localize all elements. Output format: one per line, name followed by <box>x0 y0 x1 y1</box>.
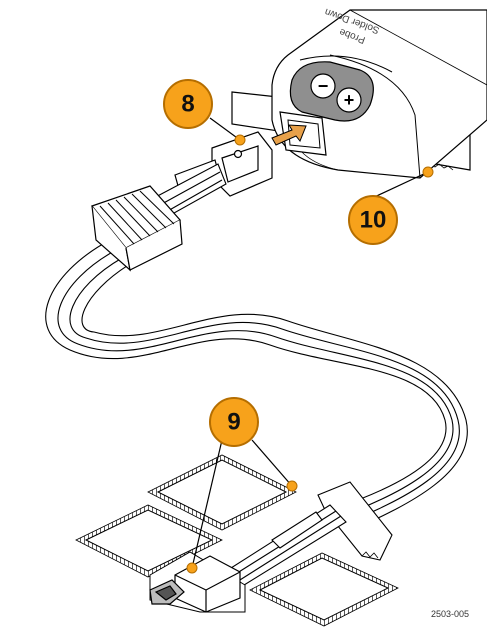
ribbon-cable <box>45 239 468 533</box>
minus-button[interactable]: − <box>310 73 336 99</box>
leader-lines <box>191 117 429 569</box>
leader-9b <box>251 439 293 487</box>
button-pad: − + <box>289 61 374 122</box>
leader-10 <box>367 171 429 201</box>
ic-chip-right <box>249 552 399 627</box>
callout-9: 9 <box>209 397 259 447</box>
clip-ridges <box>99 190 175 245</box>
insert-arrow <box>271 124 307 146</box>
plus-label: + <box>344 90 355 110</box>
probe-body <box>231 9 487 179</box>
leader-dots <box>186 134 434 574</box>
callout-9-label: 9 <box>227 409 240 436</box>
callout-10-label: 10 <box>360 207 387 234</box>
callout-8: 8 <box>163 79 213 129</box>
tip-cables <box>219 504 347 591</box>
plus-button[interactable]: + <box>336 87 362 113</box>
probe-housing <box>271 9 487 179</box>
ic-chip-top <box>147 454 297 531</box>
callout-10: 10 <box>348 195 398 245</box>
leader-9a <box>191 439 223 569</box>
leader-8 <box>209 117 241 141</box>
figure-id: 2503-005 <box>430 609 469 619</box>
minus-label: − <box>318 76 329 96</box>
callout-8-label: 8 <box>181 91 194 118</box>
ic-chip-left <box>75 504 223 578</box>
cable-clip <box>90 185 183 272</box>
